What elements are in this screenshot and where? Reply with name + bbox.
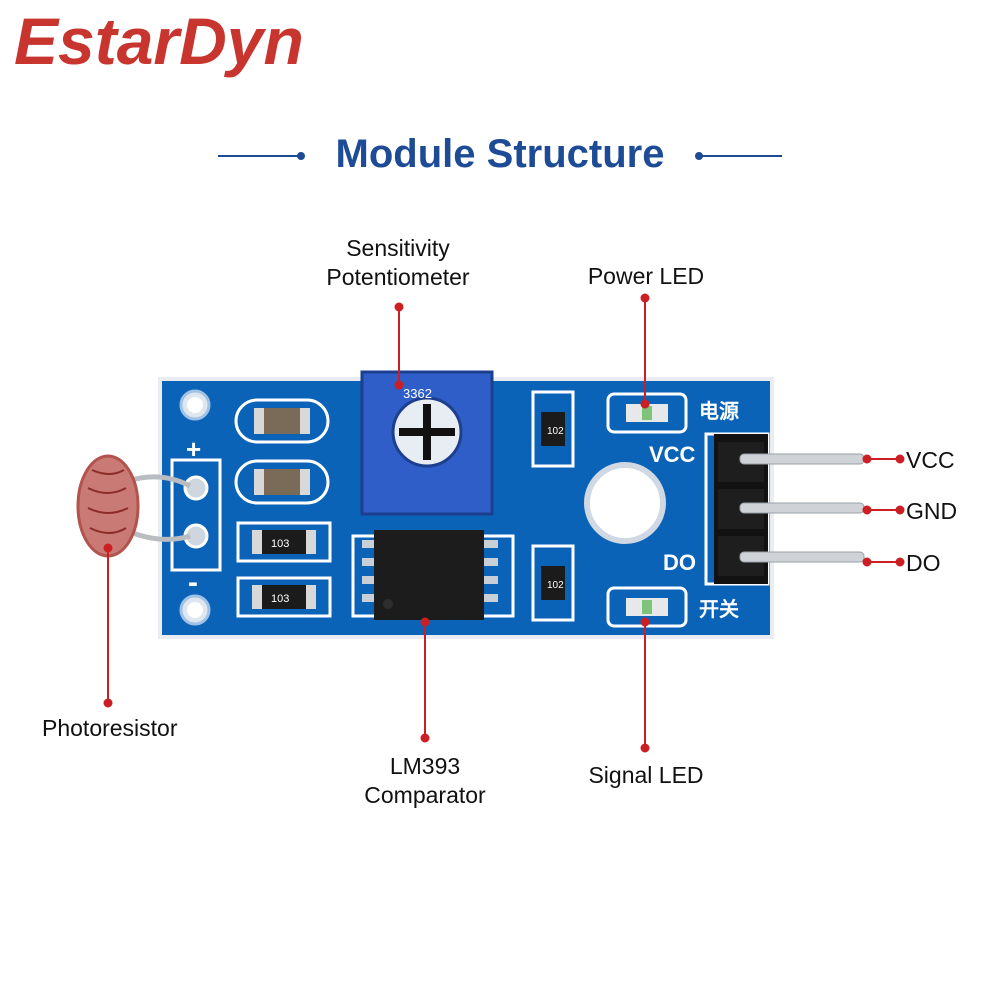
- label-comparator-line2: Comparator: [364, 781, 486, 808]
- pin-gnd: [739, 502, 865, 514]
- brand-logo: EstarDyn: [14, 4, 304, 78]
- title-dot-left: [297, 152, 305, 160]
- resistor: [541, 412, 565, 446]
- capacitor-outline: [234, 398, 330, 444]
- resistor-outline: [531, 544, 575, 622]
- silk-vcc: VCC: [649, 442, 696, 467]
- capacitor: [264, 469, 300, 495]
- photoresistor-pattern: [87, 469, 129, 534]
- pot-code: 3362: [403, 386, 432, 401]
- pin-vcc: [739, 453, 865, 465]
- photoresistor-body: [76, 454, 140, 558]
- capacitor: [264, 408, 300, 434]
- mount-hole-large: [584, 462, 666, 544]
- mount-hole-center: [187, 602, 203, 618]
- silk-switch-cn: 开关: [699, 597, 739, 621]
- label-signal-led: Signal LED: [588, 762, 704, 788]
- mount-hole-center: [187, 397, 203, 413]
- label-potentiometer: Sensitivity Potentiometer: [300, 234, 496, 292]
- led-outline: [606, 392, 688, 434]
- label-vcc: VCC: [906, 447, 955, 473]
- silk-plus: +: [186, 434, 201, 464]
- pin-do: [739, 551, 865, 563]
- sensor-outline: [170, 458, 222, 572]
- label-photoresistor: Photoresistor: [42, 715, 178, 741]
- label-comparator: LM393 Comparator: [345, 752, 505, 810]
- title-rule-left: [218, 155, 300, 157]
- resistor-code: 103: [271, 538, 289, 550]
- label-comparator-line1: LM393: [389, 753, 461, 779]
- chip-pins: [362, 540, 498, 602]
- resistor: [541, 566, 565, 600]
- resistor: [262, 530, 306, 554]
- label-do: DO: [906, 550, 941, 576]
- page-title: Module Structure: [335, 132, 665, 176]
- resistor-code: 102: [547, 426, 564, 437]
- resistor-outline: [236, 521, 332, 563]
- resistor-code: 103: [271, 593, 289, 605]
- silk-do: DO: [663, 550, 696, 575]
- knob-slot: [399, 428, 455, 436]
- resistor: [262, 585, 306, 609]
- label-power-led: Power LED: [587, 263, 705, 289]
- title-dot-right: [695, 152, 703, 160]
- label-potentiometer-line1: Sensitivity: [346, 235, 450, 261]
- capacitor-outline: [234, 459, 330, 505]
- silk-power-cn: 电源: [699, 400, 739, 423]
- resistor-outline: [236, 576, 332, 618]
- resistor-outline: [531, 390, 575, 468]
- sensor-pad: [183, 475, 209, 501]
- resistor-code: 102: [547, 580, 564, 591]
- label-gnd: GND: [906, 498, 958, 524]
- label-potentiometer-line2: Potentiometer: [326, 263, 470, 290]
- silk-minus: -: [188, 566, 198, 599]
- title-rule-right: [700, 155, 782, 157]
